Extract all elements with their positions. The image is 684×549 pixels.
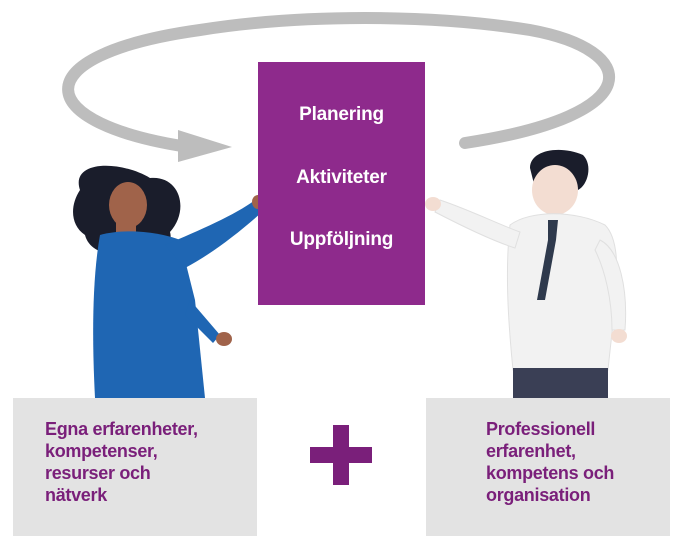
own-resources-box: Egna erfarenheter, kompetenser, resurser… — [13, 398, 257, 536]
professional-line: erfarenhet, — [486, 441, 576, 461]
woman-figure — [73, 165, 264, 398]
cycle-arrow-icon — [62, 12, 616, 162]
own-resources-text: Egna erfarenheter, kompetenser, resurser… — [45, 418, 235, 506]
own-resources-line: resurser och — [45, 463, 151, 483]
professional-line: organisation — [486, 485, 591, 505]
board-item-planering: Planering — [299, 104, 384, 125]
man-figure — [425, 149, 627, 398]
professional-text: Professionell erfarenhet, kompetens och … — [486, 418, 656, 506]
board-item-uppfoljning: Uppföljning — [289, 229, 394, 250]
own-resources-line: nätverk — [45, 485, 107, 505]
own-resources-line: Egna erfarenheter, — [45, 419, 198, 439]
board-item-aktiviteter: Aktiviteter — [296, 167, 387, 188]
own-resources-line: kompetenser, — [45, 441, 158, 461]
planning-board: Planering Aktiviteter Uppföljning — [258, 62, 425, 305]
plus-icon — [310, 425, 372, 485]
professional-line: kompetens och — [486, 463, 615, 483]
professional-line: Professionell — [486, 419, 596, 439]
professional-box: Professionell erfarenhet, kompetens och … — [426, 398, 670, 536]
